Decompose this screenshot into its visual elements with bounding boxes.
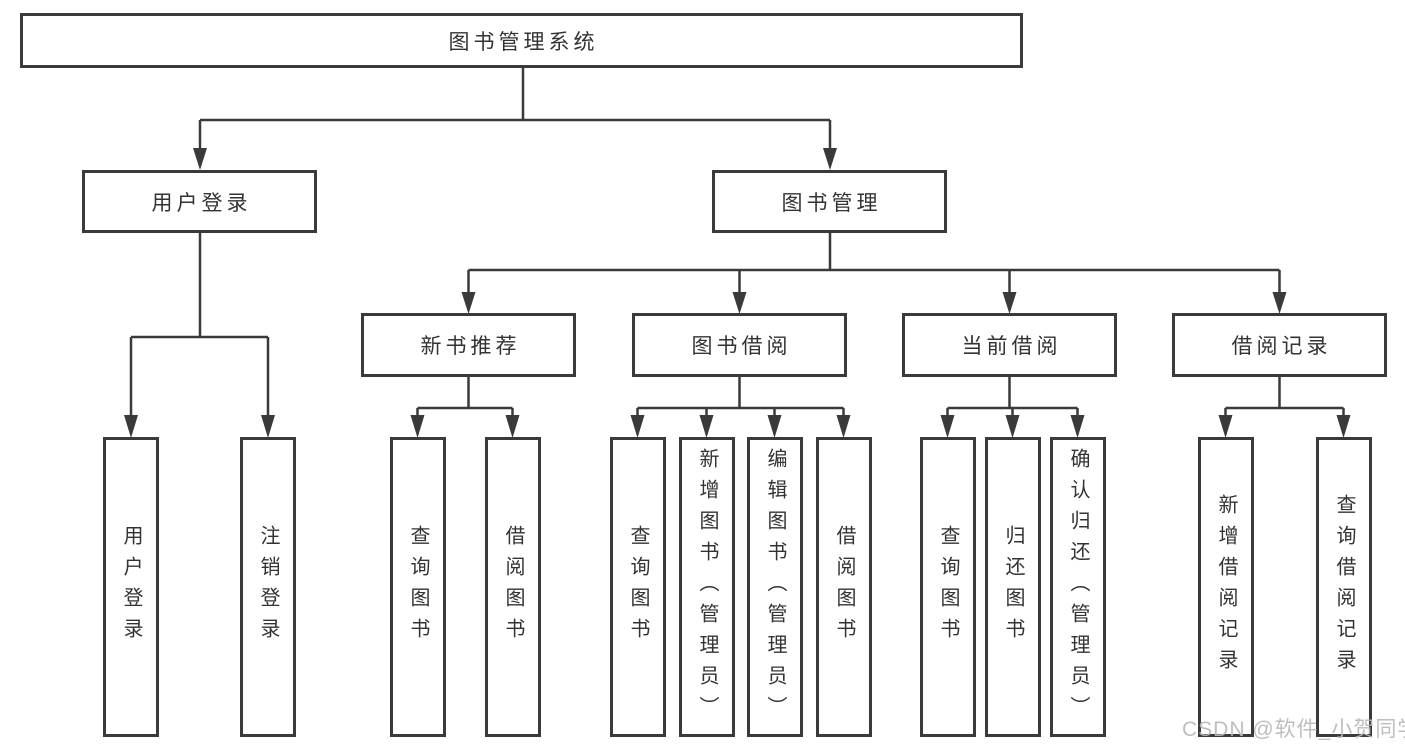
node-new-book-recommendation: 新书推荐 [361,313,576,377]
node-label: 查询图书 [937,525,959,649]
node-label: 图书管理 [781,191,882,215]
csdn-watermark: CSDN @软件_小贺同学 [1182,718,1405,741]
node-leaf-add-borrow-record: 新增借阅记录 [1198,437,1254,737]
node-label: 借阅图书 [502,525,524,649]
node-label: 图书管理系统 [448,30,599,54]
arrowheads [124,148,1351,438]
node-leaf-user-login: 用户登录 [103,437,159,737]
node-leaf-edit-books-admin: 编辑图书（管理员） [747,437,803,737]
node-book-management: 图书管理 [712,170,947,233]
node-label: 注销登录 [257,525,279,649]
node-label: 用户登录 [151,191,252,215]
node-book-borrowing: 图书借阅 [632,313,847,377]
node-label: 编辑图书（管理员） [764,447,786,727]
node-label: 借阅图书 [833,525,855,649]
node-label: 借阅记录 [1231,335,1332,358]
node-user-login: 用户登录 [82,170,317,233]
node-leaf-query-borrow-record: 查询借阅记录 [1316,437,1372,737]
node-label: 用户登录 [120,525,142,649]
node-leaf-add-books-admin: 新增图书（管理员） [679,437,735,737]
node-leaf-query-books-1: 查询图书 [390,437,446,737]
node-label: 查询借阅记录 [1333,494,1355,680]
node-label: 新增借阅记录 [1215,494,1237,680]
node-leaf-logout: 注销登录 [240,437,296,737]
node-label: 当前借阅 [961,335,1062,358]
node-label: 归还图书 [1002,525,1024,649]
node-label: 新书推荐 [420,335,521,358]
node-borrowing-records: 借阅记录 [1172,313,1387,377]
node-label: 查询图书 [627,525,649,649]
node-label: 新增图书（管理员） [696,447,718,727]
node-label: 图书借阅 [691,335,792,358]
node-leaf-borrow-books-1: 借阅图书 [485,437,541,737]
node-current-borrowing: 当前借阅 [902,313,1117,377]
node-leaf-query-books-3: 查询图书 [920,437,976,737]
node-leaf-query-books-2: 查询图书 [610,437,666,737]
node-leaf-return-books: 归还图书 [985,437,1041,737]
node-leaf-confirm-return-admin: 确认归还（管理员） [1050,437,1106,737]
node-leaf-borrow-books-2: 借阅图书 [816,437,872,737]
node-label: 确认归还（管理员） [1067,447,1089,727]
node-label: 查询图书 [407,525,429,649]
node-library-system-root: 图书管理系统 [20,13,1023,68]
